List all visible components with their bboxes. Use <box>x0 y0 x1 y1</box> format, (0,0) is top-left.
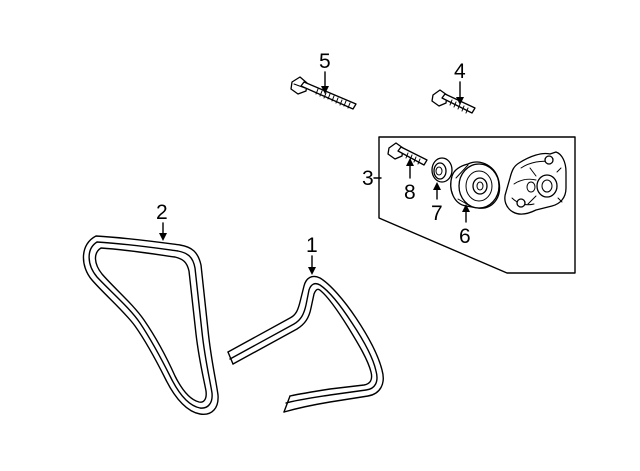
callout-4: 4 <box>454 60 466 105</box>
callout-1-label: 1 <box>306 234 318 257</box>
callout-5: 5 <box>319 50 331 94</box>
callout-7: 7 <box>431 182 443 225</box>
belt-serpentine <box>227 275 384 413</box>
callout-1: 1 <box>306 234 318 275</box>
bolt-short <box>431 89 476 114</box>
callout-6-label: 6 <box>459 225 471 248</box>
spacer-washer <box>431 157 453 183</box>
callout-3-label: 3 <box>362 167 374 190</box>
belt-loop <box>82 235 219 415</box>
pulley-bolt <box>387 142 428 166</box>
callout-8: 8 <box>404 158 416 204</box>
callout-3: 3 <box>362 167 382 190</box>
callout-7-label: 7 <box>431 202 443 225</box>
bolt-long <box>290 76 357 110</box>
idler-pulley <box>450 161 501 209</box>
callout-2-label: 2 <box>156 201 168 224</box>
tensioner-assembly-panel <box>378 136 576 274</box>
callout-5-label: 5 <box>319 50 331 73</box>
tensioner-body <box>504 151 567 215</box>
callout-6: 6 <box>459 204 471 248</box>
callout-4-label: 4 <box>454 60 466 83</box>
callout-2: 2 <box>156 201 168 241</box>
callout-8-label: 8 <box>404 181 416 204</box>
